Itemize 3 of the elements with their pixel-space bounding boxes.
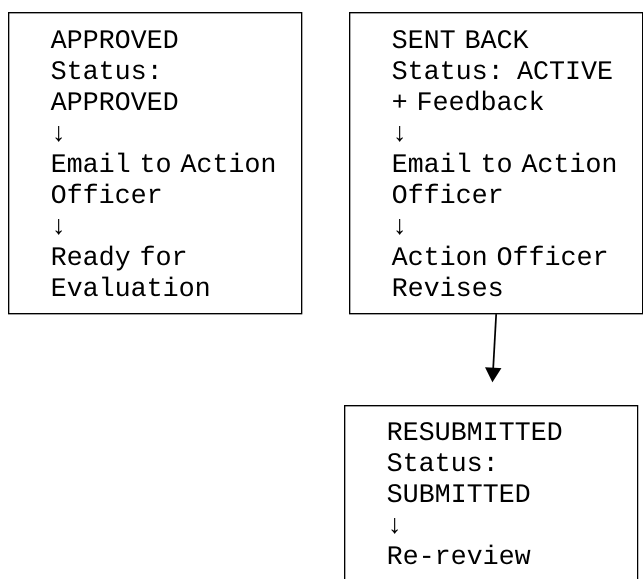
status-box: RESUBMITTED Status: SUBMITTED ↓ Re-review [344,405,638,579]
status-box: SENT BACK Status: ACTIVE + Feedback ↓ Email to Action Officer ↓ Action Officer Revises [349,12,643,314]
status-box: APPROVED Status: APPROVED ↓ Email to Action Officer ↓ Ready for Evaluation [8,12,302,314]
